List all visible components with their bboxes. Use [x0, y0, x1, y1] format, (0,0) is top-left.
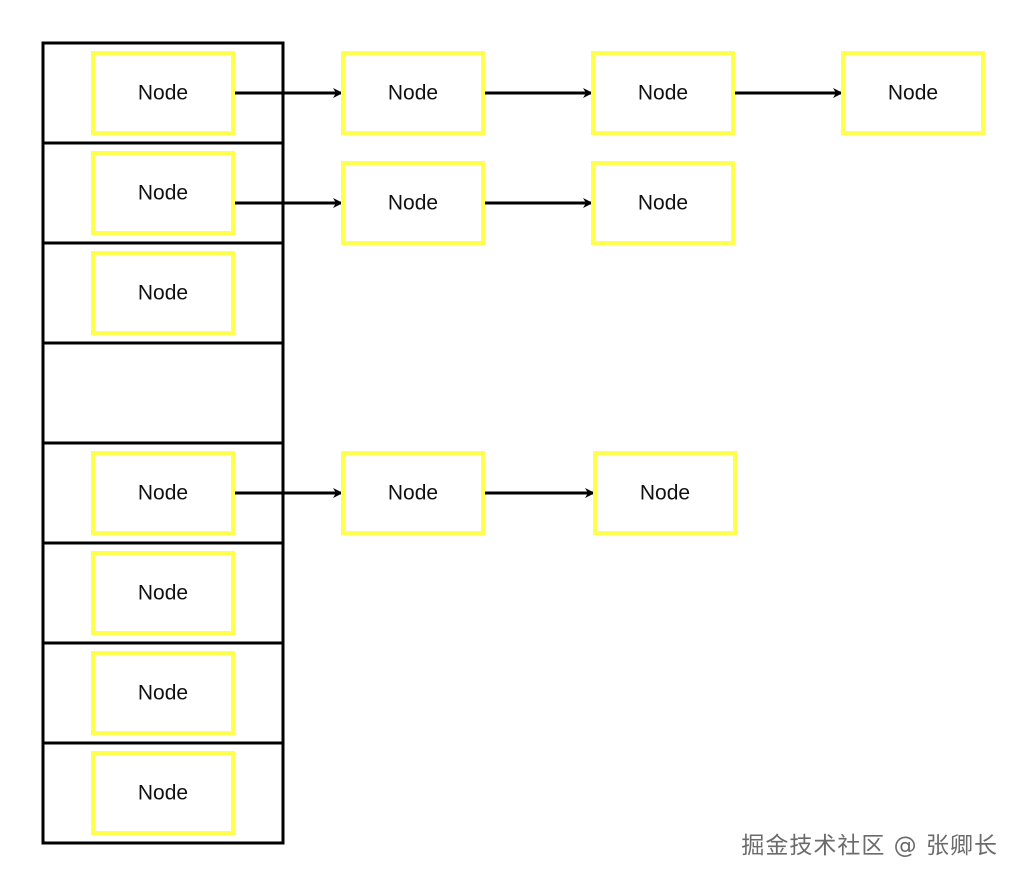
node-label: Node: [638, 82, 688, 105]
node-box: [91, 251, 235, 335]
node-box: [91, 751, 235, 835]
watermark: 掘金技术社区 @ 张卿长: [741, 833, 998, 859]
bucket-head-node: Node: [91, 151, 235, 235]
node-box: [91, 151, 235, 235]
node-box: [591, 51, 735, 135]
node-label: Node: [138, 682, 188, 705]
node-box: [593, 451, 737, 535]
node-box: [341, 451, 485, 535]
node-label: Node: [638, 192, 688, 215]
bucket-head-node: Node: [91, 251, 235, 335]
node-box: [591, 161, 735, 245]
node-label: Node: [388, 82, 438, 105]
chain-node: Node: [341, 51, 485, 135]
node-label: Node: [388, 482, 438, 505]
bucket-head-node: Node: [91, 751, 235, 835]
node-label: Node: [138, 282, 188, 305]
node-label: Node: [138, 482, 188, 505]
node-box: [91, 551, 235, 635]
chain-node: Node: [341, 451, 485, 535]
chain-node: Node: [591, 161, 735, 245]
node-box: [841, 51, 985, 135]
bucket-head-node: Node: [91, 651, 235, 735]
chain-node: Node: [593, 451, 737, 535]
chain-node: Node: [341, 161, 485, 245]
node-box: [341, 51, 485, 135]
bucket-head-node: Node: [91, 451, 235, 535]
bucket-cell: [41, 341, 285, 445]
node-label: Node: [388, 192, 438, 215]
node-label: Node: [640, 482, 690, 505]
bucket-head-node: Node: [91, 51, 235, 135]
bucket-head-node: Node: [91, 551, 235, 635]
node-label: Node: [138, 82, 188, 105]
chain-node: Node: [841, 51, 985, 135]
arrow-connectors: [233, 88, 843, 498]
chain-node: Node: [591, 51, 735, 135]
node-box: [91, 51, 235, 135]
node-label: Node: [138, 782, 188, 805]
node-box: [91, 451, 235, 535]
node-label: Node: [138, 182, 188, 205]
node-label: Node: [888, 82, 938, 105]
node-label: Node: [138, 582, 188, 605]
node-box: [341, 161, 485, 245]
node-box: [91, 651, 235, 735]
